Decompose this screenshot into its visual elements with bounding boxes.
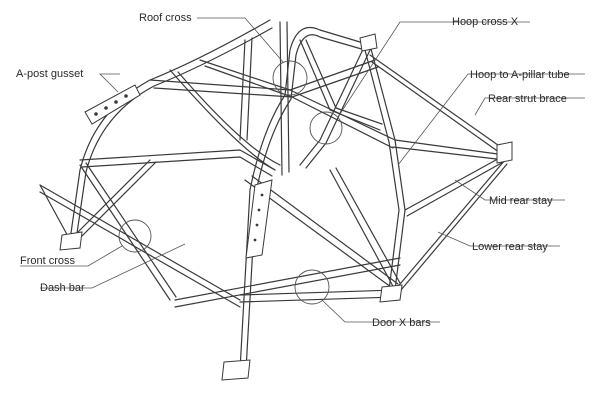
leader-dash-bar — [40, 243, 186, 289]
label-lower-rear-stay: Lower rear stay — [472, 241, 548, 253]
lower-rear-diag-inner — [335, 167, 401, 284]
roof-curve-front-inner — [177, 71, 281, 166]
lower-rear-stay — [394, 159, 506, 291]
foot-plates — [59, 33, 513, 381]
door-bar-upper — [174, 257, 401, 301]
roof-diagonal-inner — [204, 65, 394, 149]
dash-top-bar — [79, 149, 276, 171]
hoop-cross-x-b — [299, 44, 366, 166]
leader-lower-rear-stay — [437, 231, 560, 247]
a-pillar-left-inner — [75, 27, 273, 241]
leader-front-cross — [20, 245, 123, 267]
label-hoop-to-a-pillar: Hoop to A-pillar tube — [470, 69, 570, 81]
hoop-center-bar — [279, 21, 283, 176]
roof-cross-vertical-inner — [246, 37, 253, 141]
a-post-gusset-plate — [84, 84, 141, 125]
roof-cross-vertical — [239, 39, 246, 141]
lower-rear-diag — [329, 169, 396, 291]
mid-rear-stay-inner — [406, 160, 506, 217]
label-front-cross: Front cross — [20, 255, 76, 267]
hoop-cross-x-a — [299, 39, 381, 131]
leader-roof-cross — [197, 17, 284, 63]
foot-plate-front-left — [59, 231, 83, 251]
door-bar-lower-inner — [239, 296, 396, 303]
rear-stay-upper-inner — [371, 61, 504, 156]
label-roof-cross: Roof cross — [139, 12, 192, 24]
front-cross-circle — [118, 219, 152, 253]
front-cross-b-inner — [75, 161, 157, 243]
foot-plate-front-right — [221, 359, 251, 381]
lower-rear-stay-inner — [400, 163, 508, 291]
hoop-gusset-plate — [245, 179, 273, 259]
label-door-x-bars: Door X bars — [372, 317, 431, 329]
leader-door-x-bars — [321, 299, 440, 323]
cage-frame — [39, 19, 508, 371]
top-plate-rear — [359, 33, 378, 52]
mid-rear-stay — [404, 154, 506, 211]
leader-mid-rear-stay — [454, 179, 565, 201]
hoop-cross-x-b-inner — [305, 47, 372, 169]
hoop-cross-x-a-inner — [305, 39, 383, 125]
front-leg-left — [39, 184, 71, 241]
door-x-circle — [294, 269, 330, 305]
label-mid-rear-stay: Mid rear stay — [489, 195, 553, 207]
rear-stay-upper — [369, 54, 506, 151]
front-cross-b — [69, 159, 151, 241]
leader-hoop-cross-x — [337, 21, 530, 118]
door-bar-lower — [239, 289, 396, 296]
dash-top-bar-inner — [81, 156, 273, 177]
leader-hoop-to-a-pillar — [397, 73, 585, 166]
leader-a-post-gusset — [99, 73, 120, 93]
front-cross-a-inner — [85, 162, 177, 298]
front-cross-a — [79, 164, 171, 301]
leader-rear-strut-brace — [474, 97, 585, 116]
hoop-cross-circle — [309, 111, 343, 145]
label-dash-bar: Dash bar — [40, 282, 85, 294]
leader-lines — [20, 17, 585, 323]
rear-strut-brace — [394, 139, 506, 156]
foot-plate-rear — [496, 141, 513, 164]
door-x-diag-inner — [251, 175, 399, 285]
dash-bar-inner — [39, 191, 241, 308]
roof-diagonal — [199, 59, 396, 141]
hoop-center-bar-inner — [286, 21, 290, 173]
label-rear-strut-brace: Rear strut brace — [488, 93, 567, 105]
door-bar-upper-inner — [174, 264, 401, 308]
rear-strut-brace-inner — [392, 146, 506, 161]
highlight-circles — [118, 60, 343, 305]
roof-cross-circle — [272, 60, 308, 96]
label-hoop-cross-x: Hoop cross X — [452, 16, 519, 28]
foot-plate-rear-right — [379, 284, 403, 303]
label-a-post-gusset: A-post gusset — [16, 68, 83, 80]
labels: Roof cross Hoop cross X A-post gusset Ho… — [16, 12, 570, 329]
